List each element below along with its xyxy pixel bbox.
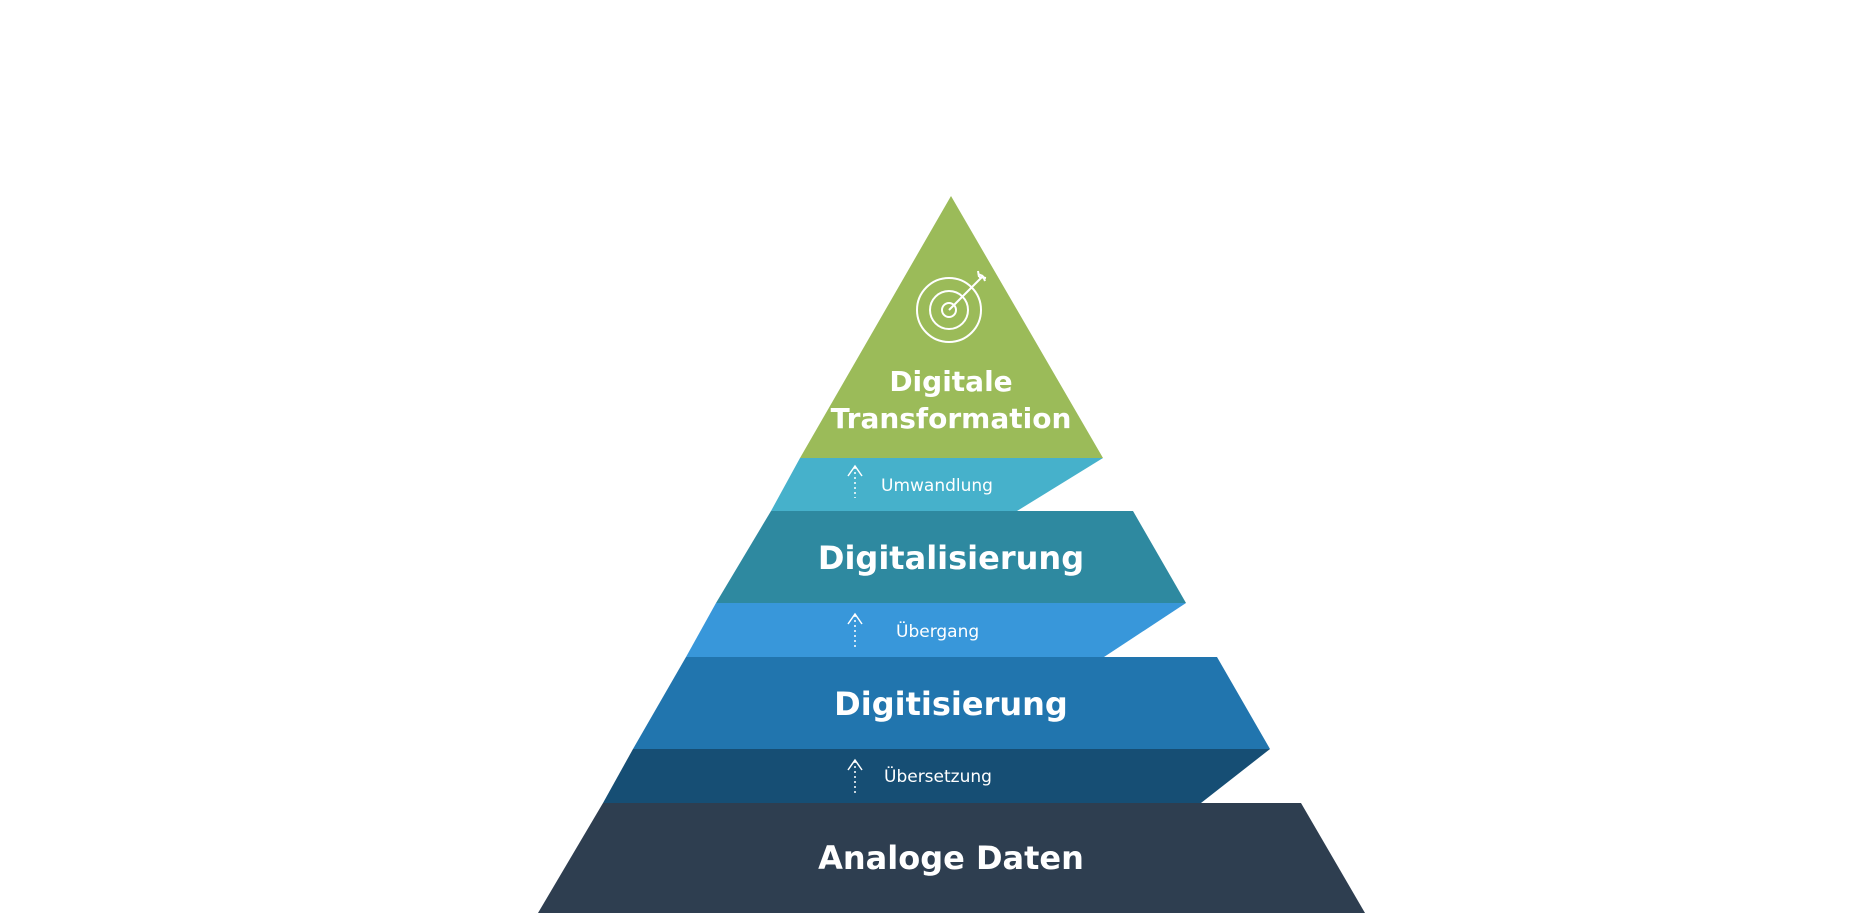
arrow-up-icon (847, 612, 863, 648)
level-analoge-daten (538, 803, 1365, 913)
transition-umwandlung (771, 458, 1103, 511)
arrow-up-icon (847, 464, 863, 498)
level-digitisierung-label: Digitisierung (834, 685, 1068, 723)
target-arrow-icon (916, 270, 987, 343)
transition-uebergang-label: Übergang (896, 620, 979, 642)
transition-uebersetzung-label: Übersetzung (884, 765, 992, 787)
transition-uebergang (686, 603, 1186, 657)
arrow-up-icon (847, 758, 863, 794)
transition-uebersetzung (603, 749, 1270, 803)
top-title-line2: Transformation (831, 402, 1072, 435)
top-title-line1: Digitale (889, 365, 1012, 398)
level-digitale-transformation (800, 196, 1103, 458)
level-digitisierung (633, 657, 1270, 749)
level-digitalisierung-label: Digitalisierung (818, 539, 1084, 577)
level-digitalisierung (716, 511, 1186, 603)
level-analoge-daten-label: Analoge Daten (818, 839, 1084, 877)
transition-umwandlung-label: Umwandlung (881, 476, 993, 496)
